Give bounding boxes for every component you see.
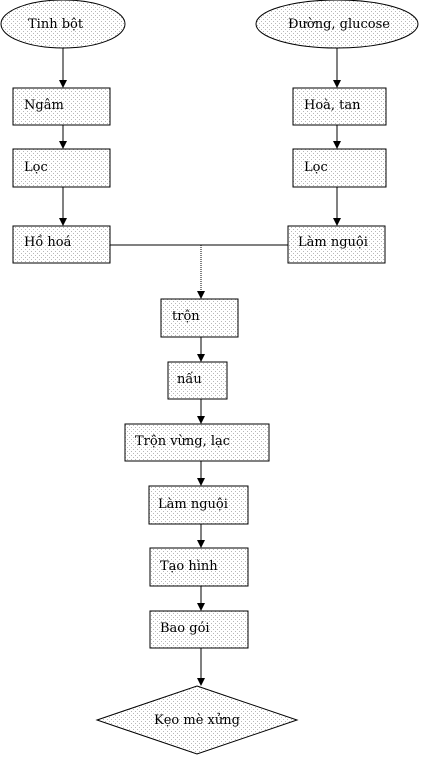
start-node-starch: Tinh bột	[0, 0, 126, 49]
step-cool-right: Làm nguội	[287, 225, 386, 264]
step-mix-sesame-peanut-label: Trộn vừng, lạc	[135, 434, 230, 449]
step-dissolve: Hoà, tan	[292, 87, 387, 126]
step-cook-label: nấu	[177, 371, 202, 387]
step-filter-left-label: Lọc	[24, 160, 48, 175]
step-soak: Ngâm	[12, 87, 111, 126]
end-node-product-label: Kẹo mè xửng	[154, 713, 240, 728]
step-mix: trộn	[160, 298, 239, 338]
step-shape: Tạo hình	[149, 547, 249, 587]
step-shape-label: Tạo hình	[160, 559, 218, 574]
step-cool-right-label: Làm nguội	[298, 235, 368, 250]
step-dissolve-label: Hoà, tan	[304, 98, 361, 113]
step-cook: nấu	[167, 361, 228, 400]
end-node-product: Kẹo mè xửng	[95, 685, 299, 755]
step-cool-main: Làm nguội	[148, 485, 249, 525]
step-filter-left: Lọc	[12, 148, 111, 188]
connectors	[59, 48, 341, 686]
start-node-starch-label: Tinh bột	[28, 17, 84, 32]
step-package: Bao gói	[149, 610, 249, 649]
step-soak-label: Ngâm	[24, 98, 64, 113]
start-node-sugar: Đường, glucose	[255, 0, 419, 49]
step-package-label: Bao gói	[160, 621, 210, 636]
step-filter-right: Lọc	[292, 148, 387, 188]
step-cool-main-label: Làm nguội	[158, 497, 228, 512]
step-filter-right-label: Lọc	[304, 160, 328, 175]
step-mix-label: trộn	[172, 309, 200, 324]
step-gelatinize-label: Hồ hoá	[24, 234, 72, 250]
step-gelatinize: Hồ hoá	[12, 225, 111, 264]
start-node-sugar-label: Đường, glucose	[288, 17, 390, 32]
step-mix-sesame-peanut: Trộn vừng, lạc	[124, 423, 270, 462]
